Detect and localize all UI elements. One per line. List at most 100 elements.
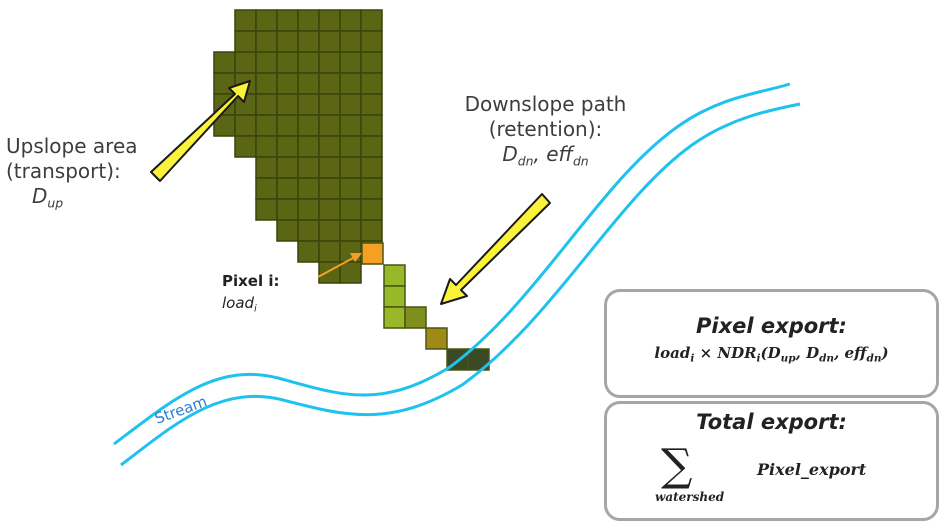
upslope-cell xyxy=(360,9,383,32)
upslope-cell xyxy=(276,135,299,158)
path-cell xyxy=(383,285,406,308)
upslope-label-line1: Upslope area xyxy=(6,134,138,158)
f-load-sub: i xyxy=(690,352,695,365)
pixel-i-label: Pixel i: loadi xyxy=(222,270,280,320)
stream-bank-upper xyxy=(113,82,791,446)
upslope-cell xyxy=(255,198,278,221)
upslope-cell xyxy=(360,177,383,200)
upslope-cell xyxy=(318,156,341,179)
upslope-cell xyxy=(360,30,383,53)
total-export-title: Total export: xyxy=(696,410,847,434)
upslope-cell xyxy=(360,93,383,116)
upslope-label: Upslope area (transport): Dup xyxy=(6,134,138,215)
pixel-export-box: Pixel export: loadi × NDRi(Dup, Ddn, eff… xyxy=(604,289,939,398)
upslope-cell xyxy=(297,51,320,74)
upslope-cell xyxy=(318,219,341,242)
upslope-cell xyxy=(234,30,257,53)
upslope-cell xyxy=(360,114,383,137)
f-dn2: dn xyxy=(866,352,882,365)
total-export-box: Total export: ∑ watershed Pixel_export xyxy=(604,401,939,521)
path-cell xyxy=(467,348,490,371)
pixel-i-symbol-main: load xyxy=(222,294,255,312)
upslope-cell xyxy=(360,51,383,74)
upslope-symbol-sub: up xyxy=(47,195,64,211)
upslope-cell xyxy=(276,93,299,116)
downslope-sym2: eff xyxy=(546,142,573,166)
pixel-export-title: Pixel export: xyxy=(696,314,847,338)
upslope-cell xyxy=(360,72,383,95)
upslope-cell xyxy=(297,114,320,137)
f-open: (D xyxy=(760,344,781,362)
upslope-cell xyxy=(234,51,257,74)
path-cell xyxy=(383,264,406,287)
downslope-sym1: D xyxy=(502,142,518,166)
pixel-i-symbol-sub: i xyxy=(254,303,257,315)
downslope-label-line1: Downslope path xyxy=(464,92,627,116)
f-comma2: , eff xyxy=(834,344,867,362)
f-comma1: , D xyxy=(795,344,820,362)
upslope-cell xyxy=(360,198,383,221)
pixel-i-symbol: loadi xyxy=(222,292,280,320)
f-close: ) xyxy=(881,344,889,362)
upslope-area-grid xyxy=(213,9,383,284)
f-ndr-sub: i xyxy=(756,352,761,365)
sigma-symbol: ∑ xyxy=(661,440,693,491)
upslope-cell xyxy=(255,135,278,158)
upslope-cell xyxy=(297,219,320,242)
upslope-cell xyxy=(255,72,278,95)
upslope-cell xyxy=(213,51,236,74)
upslope-cell xyxy=(276,30,299,53)
upslope-cell xyxy=(276,114,299,137)
upslope-cell xyxy=(339,51,362,74)
pixel-i-title: Pixel i: xyxy=(222,272,280,290)
upslope-cell xyxy=(276,72,299,95)
upslope-cell xyxy=(318,72,341,95)
upslope-cell xyxy=(360,156,383,179)
pixel-export-formula: loadi × NDRi(Dup, Ddn, effdn) xyxy=(607,344,936,365)
upslope-cell xyxy=(297,72,320,95)
upslope-cell xyxy=(339,219,362,242)
upslope-cell xyxy=(297,30,320,53)
upslope-cell xyxy=(255,177,278,200)
upslope-cell xyxy=(318,135,341,158)
upslope-cell xyxy=(297,240,320,263)
upslope-symbol-main: D xyxy=(32,184,48,208)
upslope-cell xyxy=(318,177,341,200)
upslope-cell xyxy=(318,9,341,32)
upslope-cell xyxy=(318,114,341,137)
f-dn: dn xyxy=(819,352,835,365)
upslope-cell xyxy=(318,93,341,116)
upslope-cell xyxy=(234,9,257,32)
upslope-cell xyxy=(276,156,299,179)
pixel-i-cell xyxy=(361,242,384,265)
upslope-cell xyxy=(276,51,299,74)
upslope-cell xyxy=(234,114,257,137)
path-cell xyxy=(404,306,427,329)
downslope-path-cells xyxy=(361,242,490,371)
path-cell xyxy=(425,327,448,350)
f-load: load xyxy=(654,344,691,362)
downslope-symbols: Ddn, effdn xyxy=(458,142,633,173)
upslope-label-line2: (transport): xyxy=(6,159,121,183)
downslope-arrow xyxy=(440,193,551,305)
upslope-cell xyxy=(318,51,341,74)
upslope-cell xyxy=(234,135,257,158)
upslope-cell xyxy=(318,30,341,53)
upslope-cell xyxy=(318,261,341,284)
upslope-cell xyxy=(339,72,362,95)
stream-bank-lower xyxy=(120,102,801,467)
upslope-cell xyxy=(255,51,278,74)
upslope-cell xyxy=(297,135,320,158)
upslope-cell xyxy=(339,93,362,116)
upslope-cell xyxy=(297,177,320,200)
upslope-cell xyxy=(339,261,362,284)
upslope-cell xyxy=(255,30,278,53)
upslope-cell xyxy=(318,198,341,221)
pixel-i-pointer-line xyxy=(317,257,354,278)
f-up: up xyxy=(780,352,796,365)
path-cell xyxy=(383,306,406,329)
upslope-cell xyxy=(360,219,383,242)
downslope-label-line2: (retention): xyxy=(488,117,603,141)
upslope-cell xyxy=(255,114,278,137)
upslope-cell xyxy=(360,135,383,158)
